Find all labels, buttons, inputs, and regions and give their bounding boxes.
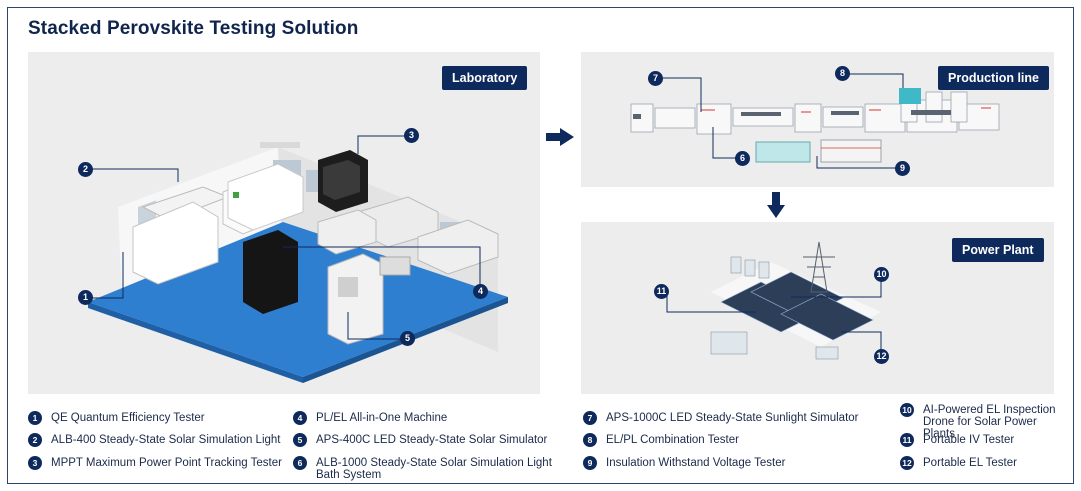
legend-number-badge: 3 bbox=[28, 456, 42, 470]
legend-item: 2 ALB-400 Steady-State Solar Simulation L… bbox=[28, 433, 281, 447]
legend-number-badge: 11 bbox=[900, 433, 914, 447]
legend-number-badge: 2 bbox=[28, 433, 42, 447]
legend-number-badge: 5 bbox=[293, 433, 307, 447]
legend-label: AI-Powered EL Inspection Drone for Solar… bbox=[923, 404, 1056, 440]
legend-number-badge: 1 bbox=[28, 411, 42, 425]
laboratory-tag: Laboratory bbox=[442, 66, 528, 90]
legend-label: Portable IV Tester bbox=[923, 434, 1015, 446]
legend-item: 4 PL/EL All-in-One Machine bbox=[293, 411, 448, 425]
badge-11: 11 bbox=[654, 284, 669, 299]
legend-label: MPPT Maximum Power Point Tracking Tester bbox=[51, 457, 282, 469]
legend-item: 7 APS-1000C LED Steady-State Sunlight Sim… bbox=[583, 411, 859, 425]
legend-number-badge: 9 bbox=[583, 456, 597, 470]
legend-label: PL/EL All-in-One Machine bbox=[316, 412, 448, 424]
legend-item: 3 MPPT Maximum Power Point Tracking Teste… bbox=[28, 456, 282, 470]
badge-7: 7 bbox=[648, 71, 663, 86]
legend-number-badge: 6 bbox=[293, 456, 307, 470]
arrow-down-icon bbox=[767, 192, 785, 218]
legend-label: APS-1000C LED Steady-State Sunlight Simu… bbox=[606, 412, 859, 424]
legend-number-badge: 4 bbox=[293, 411, 307, 425]
legend-number-badge: 8 bbox=[583, 433, 597, 447]
badge-5: 5 bbox=[400, 331, 415, 346]
legend-item: 6 ALB-1000 Steady-State Solar Simulation … bbox=[293, 456, 553, 481]
outer-frame bbox=[7, 7, 1074, 484]
legend-label: APS-400C LED Steady-State Solar Simulato… bbox=[316, 434, 548, 446]
legend-item: 12 Portable EL Tester bbox=[900, 456, 1017, 470]
badge-8: 8 bbox=[835, 66, 850, 81]
badge-12: 12 bbox=[874, 349, 889, 364]
production-line-panel: Production line 7 8 6 9 bbox=[581, 52, 1054, 187]
legend-label: ALB-400 Steady-State Solar Simulation Li… bbox=[51, 434, 281, 446]
badge-6: 6 bbox=[735, 151, 750, 166]
badge-4: 4 bbox=[473, 284, 488, 299]
badge-1: 1 bbox=[78, 290, 93, 305]
badge-10: 10 bbox=[874, 267, 889, 282]
page-title: Stacked Perovskite Testing Solution bbox=[28, 18, 359, 39]
legend-label: Insulation Withstand Voltage Tester bbox=[606, 457, 786, 469]
legend-item: 9 Insulation Withstand Voltage Tester bbox=[583, 456, 786, 470]
legend-item: 1 QE Quantum Efficiency Tester bbox=[28, 411, 205, 425]
laboratory-panel: Laboratory 2 3 1 4 5 bbox=[28, 52, 540, 394]
production-line-tag: Production line bbox=[938, 66, 1049, 90]
legend-label: ALB-1000 Steady-State Solar Simulation L… bbox=[316, 457, 552, 481]
power-plant-panel: Power Plant 11 10 12 bbox=[581, 222, 1054, 394]
legend-label: QE Quantum Efficiency Tester bbox=[51, 412, 205, 424]
legend-label: Portable EL Tester bbox=[923, 457, 1017, 469]
legend-item: 10 AI-Powered EL Inspection Drone for Sol… bbox=[900, 403, 1070, 440]
arrow-right-icon bbox=[546, 128, 574, 146]
power-plant-tag: Power Plant bbox=[952, 238, 1044, 262]
legend-number-badge: 7 bbox=[583, 411, 597, 425]
production-line-illustration bbox=[630, 73, 1000, 169]
legend-item: 8 EL/PL Combination Tester bbox=[583, 433, 739, 447]
legend-label: EL/PL Combination Tester bbox=[606, 434, 739, 446]
legend-number-badge: 12 bbox=[900, 456, 914, 470]
legend-item: 5 APS-400C LED Steady-State Solar Simulat… bbox=[293, 433, 548, 447]
badge-3: 3 bbox=[404, 128, 419, 143]
badge-2: 2 bbox=[78, 162, 93, 177]
laboratory-illustration bbox=[86, 135, 508, 383]
power-plant-illustration bbox=[666, 241, 882, 360]
badge-9: 9 bbox=[895, 161, 910, 176]
legend-item: 11 Portable IV Tester bbox=[900, 433, 1015, 447]
legend-number-badge: 10 bbox=[900, 403, 914, 417]
